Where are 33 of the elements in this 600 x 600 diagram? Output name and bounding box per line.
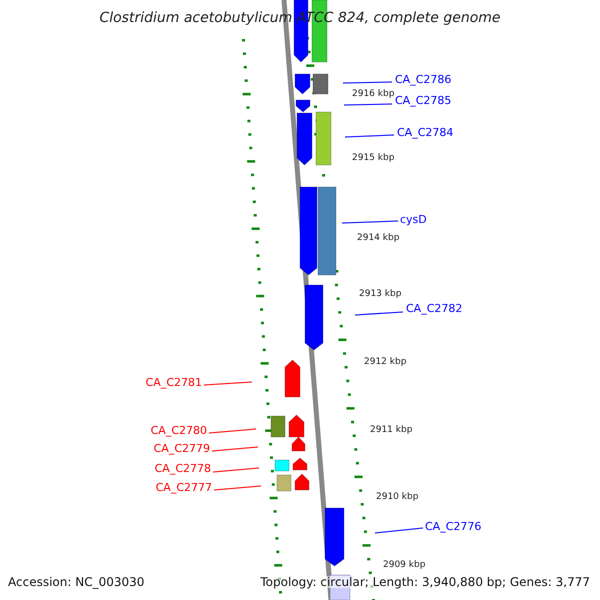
gene-label: CA_C2776 xyxy=(425,521,482,532)
gene-label: cysD xyxy=(400,214,427,225)
leader-line xyxy=(374,528,424,534)
scale-label: 2910 kbp xyxy=(376,493,418,502)
leader-line xyxy=(212,468,260,472)
leader-line xyxy=(344,104,392,106)
scale-label: 2912 kbp xyxy=(364,358,406,367)
title: Clostridium acetobutylicum ATCC 824, complete genome xyxy=(98,11,502,25)
gene-label: CA_C2780 xyxy=(150,425,207,436)
gene-label: CA_C2779 xyxy=(154,443,210,454)
leader-line xyxy=(344,134,394,138)
scale-label: 2914 kbp xyxy=(357,234,400,243)
scale-label: 2909 kbp xyxy=(383,561,426,570)
gene-label: CA_C2785 xyxy=(395,95,452,106)
gene-label: CA_C2786 xyxy=(395,74,452,85)
leader-line xyxy=(354,312,404,316)
scale-label: 2915 kbp xyxy=(352,154,394,163)
gene-label: CA_C2782 xyxy=(406,303,462,314)
accession-note: Accession: NC_003030 xyxy=(8,576,144,588)
scale-label: 2913 kbp xyxy=(359,290,402,299)
scale-label: 2916 kbp xyxy=(352,90,394,99)
scale-label: 2911 kbp xyxy=(370,426,412,435)
gene-label: CA_C2781 xyxy=(146,377,202,388)
gene-label: CA_C2784 xyxy=(397,127,454,138)
gene-label: CA_C2778 xyxy=(154,463,211,474)
leader-line xyxy=(208,428,256,434)
genome-summary: Topology: circular; Length: 3,940,880 bp; Genes: 3,777 xyxy=(260,576,590,588)
leader-line xyxy=(212,446,258,452)
gene-label: CA_C2777 xyxy=(156,482,212,493)
leader-line xyxy=(342,220,398,224)
leader-line xyxy=(204,382,252,386)
leader-line xyxy=(214,486,262,490)
leader-line xyxy=(342,82,392,84)
